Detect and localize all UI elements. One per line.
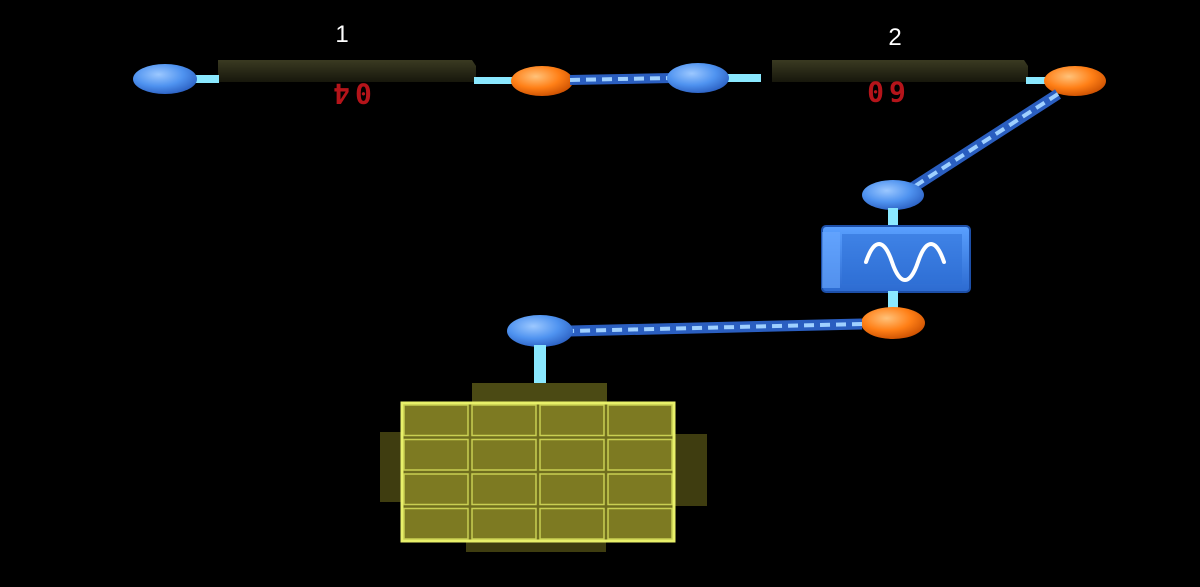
grid-panel-cell (539, 507, 605, 540)
block-2-output-stem (1026, 77, 1050, 84)
filter-input-stem (888, 208, 898, 228)
block-1-input-port[interactable] (133, 64, 197, 94)
output-panel-back-right (672, 434, 707, 506)
block-2-output-port[interactable] (1044, 66, 1106, 96)
block-2-body (772, 60, 1028, 82)
block-2-input-port[interactable] (667, 63, 729, 93)
block-1-body (218, 60, 476, 82)
grid-panel-cell (607, 473, 673, 506)
grid-panel-cell (403, 473, 469, 506)
grid-panel-icon (400, 401, 676, 543)
sine-wave-icon (864, 242, 946, 282)
grid-panel-cell (539, 438, 605, 471)
grid-panel-cell (403, 404, 469, 437)
block-1-input-stem (195, 75, 219, 83)
filter-input-port[interactable] (862, 180, 924, 210)
grid-panel-cell (607, 507, 673, 540)
grid-panel-cell (539, 473, 605, 506)
filter-output-port[interactable] (861, 307, 925, 339)
block-1-output-stem (474, 77, 514, 84)
block-2-display: 60 (862, 75, 906, 108)
grid-panel-cell (607, 438, 673, 471)
grid-panel-cell (607, 404, 673, 437)
block-2[interactable]: 60 (772, 60, 1028, 108)
grid-panel-cell (471, 507, 537, 540)
output-panel-back-top (472, 383, 607, 403)
block-1[interactable]: 04 (218, 60, 476, 110)
wire-filter-to-output[interactable] (569, 318, 863, 337)
block-2-input-stem (727, 74, 761, 82)
filter-output-stem (888, 291, 898, 311)
wire-block2-to-filter[interactable] (909, 89, 1061, 193)
grid-panel-cell (471, 473, 537, 506)
output-input-port[interactable] (507, 315, 573, 347)
block-1-output-port[interactable] (511, 66, 573, 96)
grid-panel-cell (539, 404, 605, 437)
grid-panel-cell (403, 507, 469, 540)
grid-panel-cell (471, 438, 537, 471)
grid-panel-cell (471, 404, 537, 437)
grid-panel-cell (403, 438, 469, 471)
block-1-display: 04 (328, 77, 372, 110)
block-2-label: 2 (888, 24, 901, 51)
block-1-label: 1 (335, 21, 348, 48)
filter-block[interactable] (821, 225, 971, 293)
filter-side-face (822, 232, 840, 288)
output-panel[interactable] (380, 383, 707, 552)
wire-block1-to-block2[interactable] (569, 73, 673, 85)
